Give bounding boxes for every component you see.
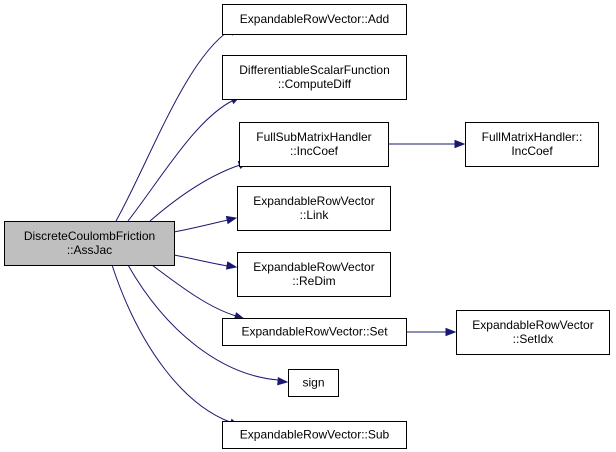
- node-setidx[interactable]: ExpandableRowVector::SetIdx: [456, 310, 610, 355]
- edge-line: [151, 264, 237, 317]
- node-box[interactable]: [237, 252, 391, 297]
- arrowhead-icon: [225, 261, 238, 270]
- edge-line: [127, 264, 279, 381]
- edge-root-to-sub: [111, 264, 241, 427]
- node-set[interactable]: ExpandableRowVector::Set: [222, 318, 407, 346]
- node-box[interactable]: [222, 318, 407, 346]
- node-label-line: sign: [302, 376, 324, 390]
- node-label-line: ExpandableRowVector::Set: [241, 325, 388, 339]
- edge-line: [173, 219, 229, 233]
- edge-inccoef-to-fullinccoef: [388, 139, 466, 149]
- node-box[interactable]: [288, 369, 339, 397]
- node-box[interactable]: [237, 186, 391, 231]
- node-label-line: ExpandableRowVector::Add: [240, 12, 389, 26]
- node-label-line: ExpandableRowVector: [472, 318, 593, 332]
- edge-line: [127, 100, 233, 222]
- node-inccoef[interactable]: FullSubMatrixHandler::IncCoef: [239, 122, 389, 167]
- node-computediff[interactable]: DifferentiableScalarFunction::ComputeDif…: [222, 55, 407, 100]
- node-box[interactable]: [456, 310, 610, 355]
- node-box[interactable]: [222, 4, 407, 35]
- node-label-line: ExpandableRowVector: [253, 194, 374, 208]
- edge-root-to-redim: [173, 254, 238, 270]
- node-label-line: ::ReDim: [292, 274, 335, 288]
- arrowhead-icon: [445, 327, 457, 337]
- node-label-line: ::AssJac: [67, 243, 112, 257]
- edge-line: [149, 164, 241, 222]
- node-label-line: ExpandableRowVector: [253, 260, 374, 274]
- node-add[interactable]: ExpandableRowVector::Add: [222, 4, 407, 35]
- node-link[interactable]: ExpandableRowVector::Link: [237, 186, 391, 231]
- call-graph-edges: [111, 26, 466, 427]
- node-label-line: FullSubMatrixHandler: [256, 130, 371, 144]
- node-box[interactable]: [222, 421, 407, 449]
- arrowhead-icon: [225, 215, 238, 225]
- edge-line: [173, 254, 229, 267]
- node-label-line: FullMatrixHandler::: [482, 130, 583, 144]
- node-box[interactable]: [222, 55, 407, 100]
- node-label-line: ::Link: [300, 208, 330, 222]
- node-box[interactable]: [465, 122, 599, 167]
- node-root[interactable]: DiscreteCoulombFriction::AssJac: [4, 221, 175, 266]
- node-label-line: ::ComputeDiff: [278, 77, 352, 91]
- call-graph-nodes: DiscreteCoulombFriction::AssJacExpandabl…: [4, 4, 610, 449]
- node-label-line: DiscreteCoulombFriction: [24, 229, 155, 243]
- node-label-line: IncCoef: [511, 144, 553, 158]
- node-fullinccoef[interactable]: FullMatrixHandler::IncCoef: [465, 122, 599, 167]
- edge-root-to-computediff: [127, 95, 242, 222]
- node-box[interactable]: [4, 221, 175, 266]
- node-label-line: ::SetIdx: [513, 332, 554, 346]
- node-box[interactable]: [239, 122, 389, 167]
- edge-root-to-add: [115, 26, 240, 222]
- node-label-line: ::IncCoef: [290, 144, 339, 158]
- node-label-line: DifferentiableScalarFunction: [239, 63, 390, 77]
- edge-root-to-set: [151, 264, 246, 321]
- edge-line: [111, 264, 231, 423]
- edge-root-to-sign: [127, 264, 289, 386]
- node-label-line: ExpandableRowVector::Sub: [240, 428, 390, 442]
- edge-line: [115, 29, 231, 222]
- node-sub[interactable]: ExpandableRowVector::Sub: [222, 421, 407, 449]
- arrowhead-icon: [277, 376, 289, 386]
- node-redim[interactable]: ExpandableRowVector::ReDim: [237, 252, 391, 297]
- edge-root-to-link: [173, 215, 238, 233]
- arrowhead-icon: [454, 139, 466, 149]
- node-sign[interactable]: sign: [288, 369, 339, 397]
- edge-set-to-setidx: [406, 327, 457, 337]
